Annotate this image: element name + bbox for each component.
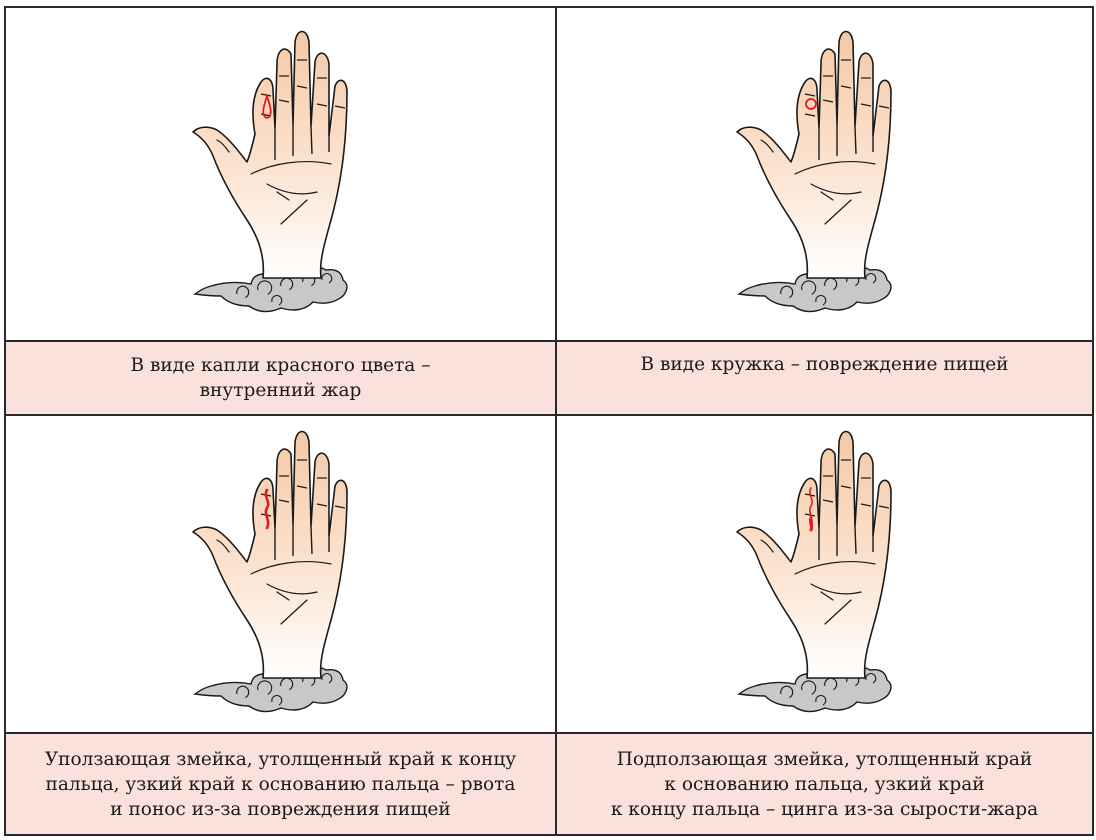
hand-icon xyxy=(193,432,347,679)
hand-icon xyxy=(193,32,347,279)
caption-text: Уползающая змейка, утолщенный край к кон… xyxy=(45,747,516,822)
panel-2-image xyxy=(557,8,1092,340)
hand-illustration xyxy=(725,424,925,724)
panel-4-image xyxy=(557,416,1092,732)
hand-icon xyxy=(737,432,891,679)
panel-3-caption: Уползающая змейка, утолщенный край к кон… xyxy=(6,734,555,834)
panel-3-image xyxy=(6,416,555,732)
hand-illustration xyxy=(725,24,925,324)
panel-1-caption: В виде капли красного цвета – внутренний… xyxy=(6,342,555,414)
caption-text: Подползающая змейка, утолщенный край к о… xyxy=(611,747,1038,822)
caption-text: В виде кружка – повреждение пищей xyxy=(640,352,1008,377)
panel-4-caption: Подползающая змейка, утолщенный край к о… xyxy=(557,734,1092,834)
caption-text: В виде капли красного цвета – внутренний… xyxy=(131,353,431,403)
palm-diagnosis-table: В виде капли красного цвета – внутренний… xyxy=(4,6,1094,836)
panel-1-image xyxy=(6,8,555,340)
hand-illustration xyxy=(181,24,381,324)
panel-2-caption: В виде кружка – повреждение пищей xyxy=(557,342,1092,414)
hand-illustration xyxy=(181,424,381,724)
hand-icon xyxy=(737,32,891,279)
